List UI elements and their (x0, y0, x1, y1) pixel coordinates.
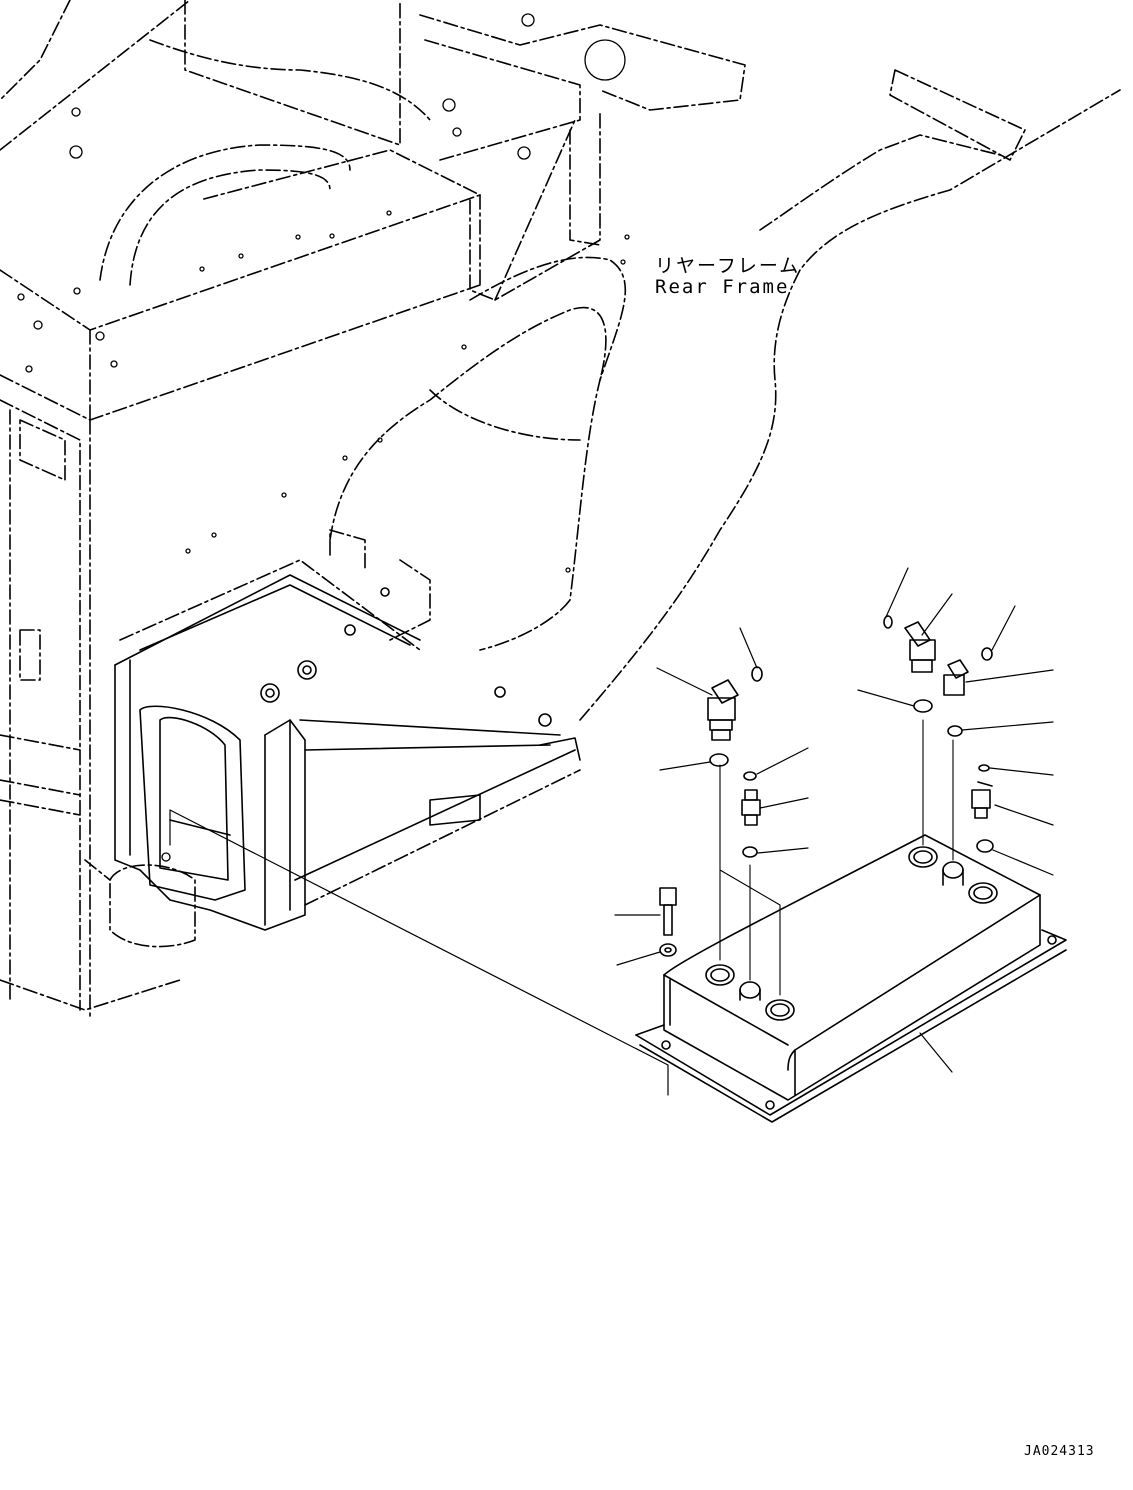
frame-holes (17, 13, 630, 862)
tank-assembly (635, 719, 1067, 1123)
callout-leaders (614, 567, 1054, 1073)
rear-frame-phantom (0, 0, 1121, 1021)
fittings (659, 615, 994, 957)
rear-frame-label-en: Rear Frame (655, 276, 790, 298)
assembly-leader-line (169, 809, 669, 1096)
rear-frame-label-jp: リヤーフレーム (655, 255, 801, 277)
support-bracket (114, 574, 581, 931)
drawing-id: JA024313 (1024, 1444, 1095, 1459)
